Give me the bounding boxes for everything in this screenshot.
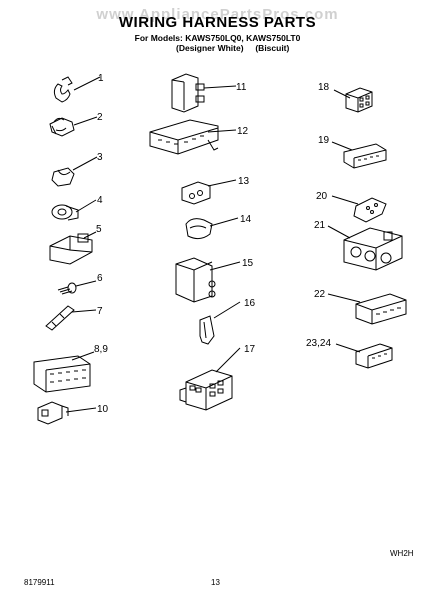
part-label-2: 2	[97, 112, 103, 123]
leader-7	[71, 309, 97, 313]
part-21-socket-block	[343, 227, 403, 271]
part-23-24-connector	[355, 343, 393, 369]
part-label-7: 7	[97, 306, 103, 317]
part-18-connector	[345, 87, 373, 113]
part-13-connector	[181, 181, 211, 205]
leader-16	[213, 301, 241, 319]
part-15-housing	[175, 257, 216, 303]
part-10-connector	[37, 401, 69, 425]
leader-1	[73, 76, 101, 91]
leader-20	[331, 195, 359, 205]
part-5-bracket	[49, 233, 93, 265]
color-line: (Designer White) (Biscuit)	[176, 43, 289, 53]
leader-4	[75, 199, 97, 213]
part-19-connector	[343, 143, 387, 169]
leader-8-9	[71, 351, 95, 361]
part-12-terminal-block	[149, 119, 219, 155]
part-label-10: 10	[97, 404, 109, 415]
part-label-15: 15	[242, 258, 254, 269]
part-8-9-connector	[33, 355, 91, 393]
leader-12	[207, 129, 237, 133]
part-1-clip	[53, 76, 73, 103]
part-14-clip	[185, 218, 213, 240]
leader-22	[327, 293, 361, 303]
part-20-plate	[353, 197, 387, 223]
part-label-23-24: 23,24	[306, 338, 331, 349]
leader-14	[209, 217, 239, 227]
leader-11	[203, 85, 237, 89]
leader-18	[333, 89, 351, 99]
part-3-clip	[51, 167, 75, 187]
part-label-16: 16	[244, 298, 256, 309]
models-line: For Models: KAWS750LQ0, KAWS750LT0	[134, 33, 301, 43]
watermark-text: www.AppliancePartsPros.com	[96, 6, 339, 23]
part-label-20: 20	[316, 191, 328, 202]
part-16-clip	[199, 315, 215, 345]
footer-page-number: 13	[211, 578, 220, 587]
footer-code: WH2H	[390, 549, 414, 558]
footer-doc-number: 8179911	[24, 578, 55, 587]
leader-2	[73, 116, 98, 126]
color-biscuit: (Biscuit)	[255, 43, 290, 53]
part-22-connector	[355, 293, 407, 325]
part-2-clamp	[49, 117, 75, 137]
part-6-screw	[57, 282, 77, 295]
leader-10	[65, 407, 97, 413]
leader-6	[75, 280, 97, 287]
part-label-14: 14	[240, 214, 252, 225]
leader-17	[215, 347, 241, 373]
part-11-plug	[171, 73, 205, 113]
part-label-21: 21	[314, 220, 326, 231]
leader-15	[209, 261, 241, 271]
part-label-12: 12	[237, 126, 249, 137]
leader-23-24	[335, 343, 361, 353]
leader-19	[331, 141, 353, 151]
part-label-11: 11	[236, 82, 247, 93]
color-designer-white: (Designer White)	[176, 43, 244, 53]
part-label-17: 17	[244, 344, 256, 355]
part-label-8-9: 8,9	[94, 344, 108, 355]
part-label-19: 19	[318, 135, 330, 146]
part-label-1: 1	[98, 73, 104, 84]
part-label-4: 4	[97, 195, 103, 206]
part-label-13: 13	[238, 176, 250, 187]
part-label-3: 3	[97, 152, 103, 163]
leader-21	[327, 225, 351, 239]
part-4-grommet	[51, 204, 79, 221]
page-title: WIRING HARNESS PARTS	[118, 14, 317, 31]
part-label-18: 18	[318, 82, 330, 93]
leader-5	[83, 231, 97, 239]
part-7-strip	[45, 305, 75, 331]
part-label-22: 22	[314, 289, 326, 300]
part-label-6: 6	[97, 273, 103, 284]
leader-13	[207, 179, 237, 187]
part-label-5: 5	[96, 224, 102, 235]
leader-3	[72, 156, 98, 171]
part-17-connector	[179, 369, 233, 411]
